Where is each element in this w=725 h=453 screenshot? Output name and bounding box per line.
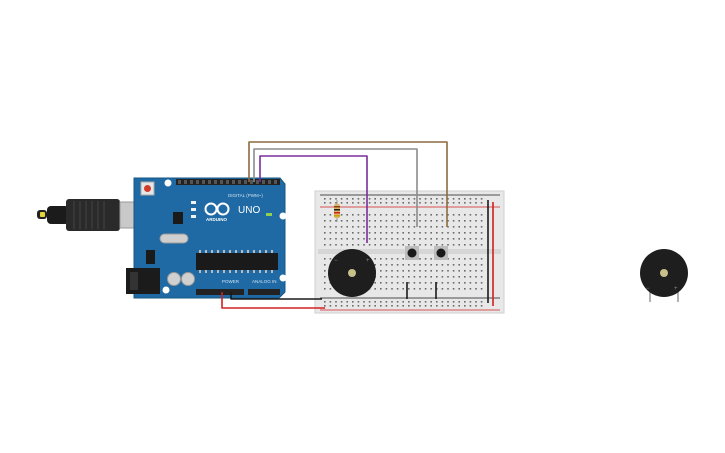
model-label: UNO: [238, 205, 260, 216]
microcontroller-chip-icon: [196, 253, 278, 270]
power-led-icon: [266, 213, 272, 216]
svg-text:−: −: [334, 258, 338, 264]
analog-label: ANALOG IN: [252, 279, 277, 284]
wire-gray[interactable]: [253, 148, 418, 227]
arduino-infinity-logo-icon: [204, 202, 230, 216]
led-icon: [191, 215, 196, 218]
wire-black-gnd[interactable]: [230, 292, 322, 300]
cable-strain-relief: [47, 206, 69, 224]
arduino-uno-board[interactable]: DIGITAL (PWM~) UNO ARDUINO: [126, 177, 287, 299]
usb-cable[interactable]: [37, 199, 141, 231]
pushbutton-icon[interactable]: [405, 246, 419, 260]
led-icon: [191, 208, 196, 211]
piezo-buzzer-standalone-icon[interactable]: − +: [640, 249, 688, 302]
resistor-icon[interactable]: [334, 200, 340, 222]
wire-brown[interactable]: [248, 141, 448, 227]
capacitor-icon: [181, 272, 195, 286]
mount-hole-icon: [279, 274, 287, 282]
svg-text:+: +: [366, 258, 370, 264]
wires[interactable]: [221, 141, 448, 309]
piezo-buzzer-icon[interactable]: − +: [328, 249, 376, 297]
svg-text:−: −: [646, 286, 650, 292]
regulator-icon: [146, 250, 155, 264]
mount-hole-icon: [279, 212, 287, 220]
usb-chip-icon: [173, 212, 183, 224]
svg-text:+: +: [674, 286, 678, 292]
digital-header-label: DIGITAL (PWM~): [228, 193, 263, 198]
wire-red-5v[interactable]: [221, 292, 325, 309]
mount-hole-icon: [162, 286, 170, 294]
power-header[interactable]: [196, 289, 244, 295]
crystal-icon: [159, 233, 189, 244]
analog-header[interactable]: [248, 289, 280, 295]
wire-purple[interactable]: [259, 155, 368, 243]
pushbutton-icon[interactable]: [434, 246, 448, 260]
mount-hole-icon: [164, 179, 172, 187]
cable-tip-icon: [40, 212, 45, 217]
brand-label: ARDUINO: [206, 217, 227, 222]
power-label: POWER: [222, 279, 240, 284]
led-icon: [191, 201, 196, 204]
capacitor-icon: [167, 272, 181, 286]
